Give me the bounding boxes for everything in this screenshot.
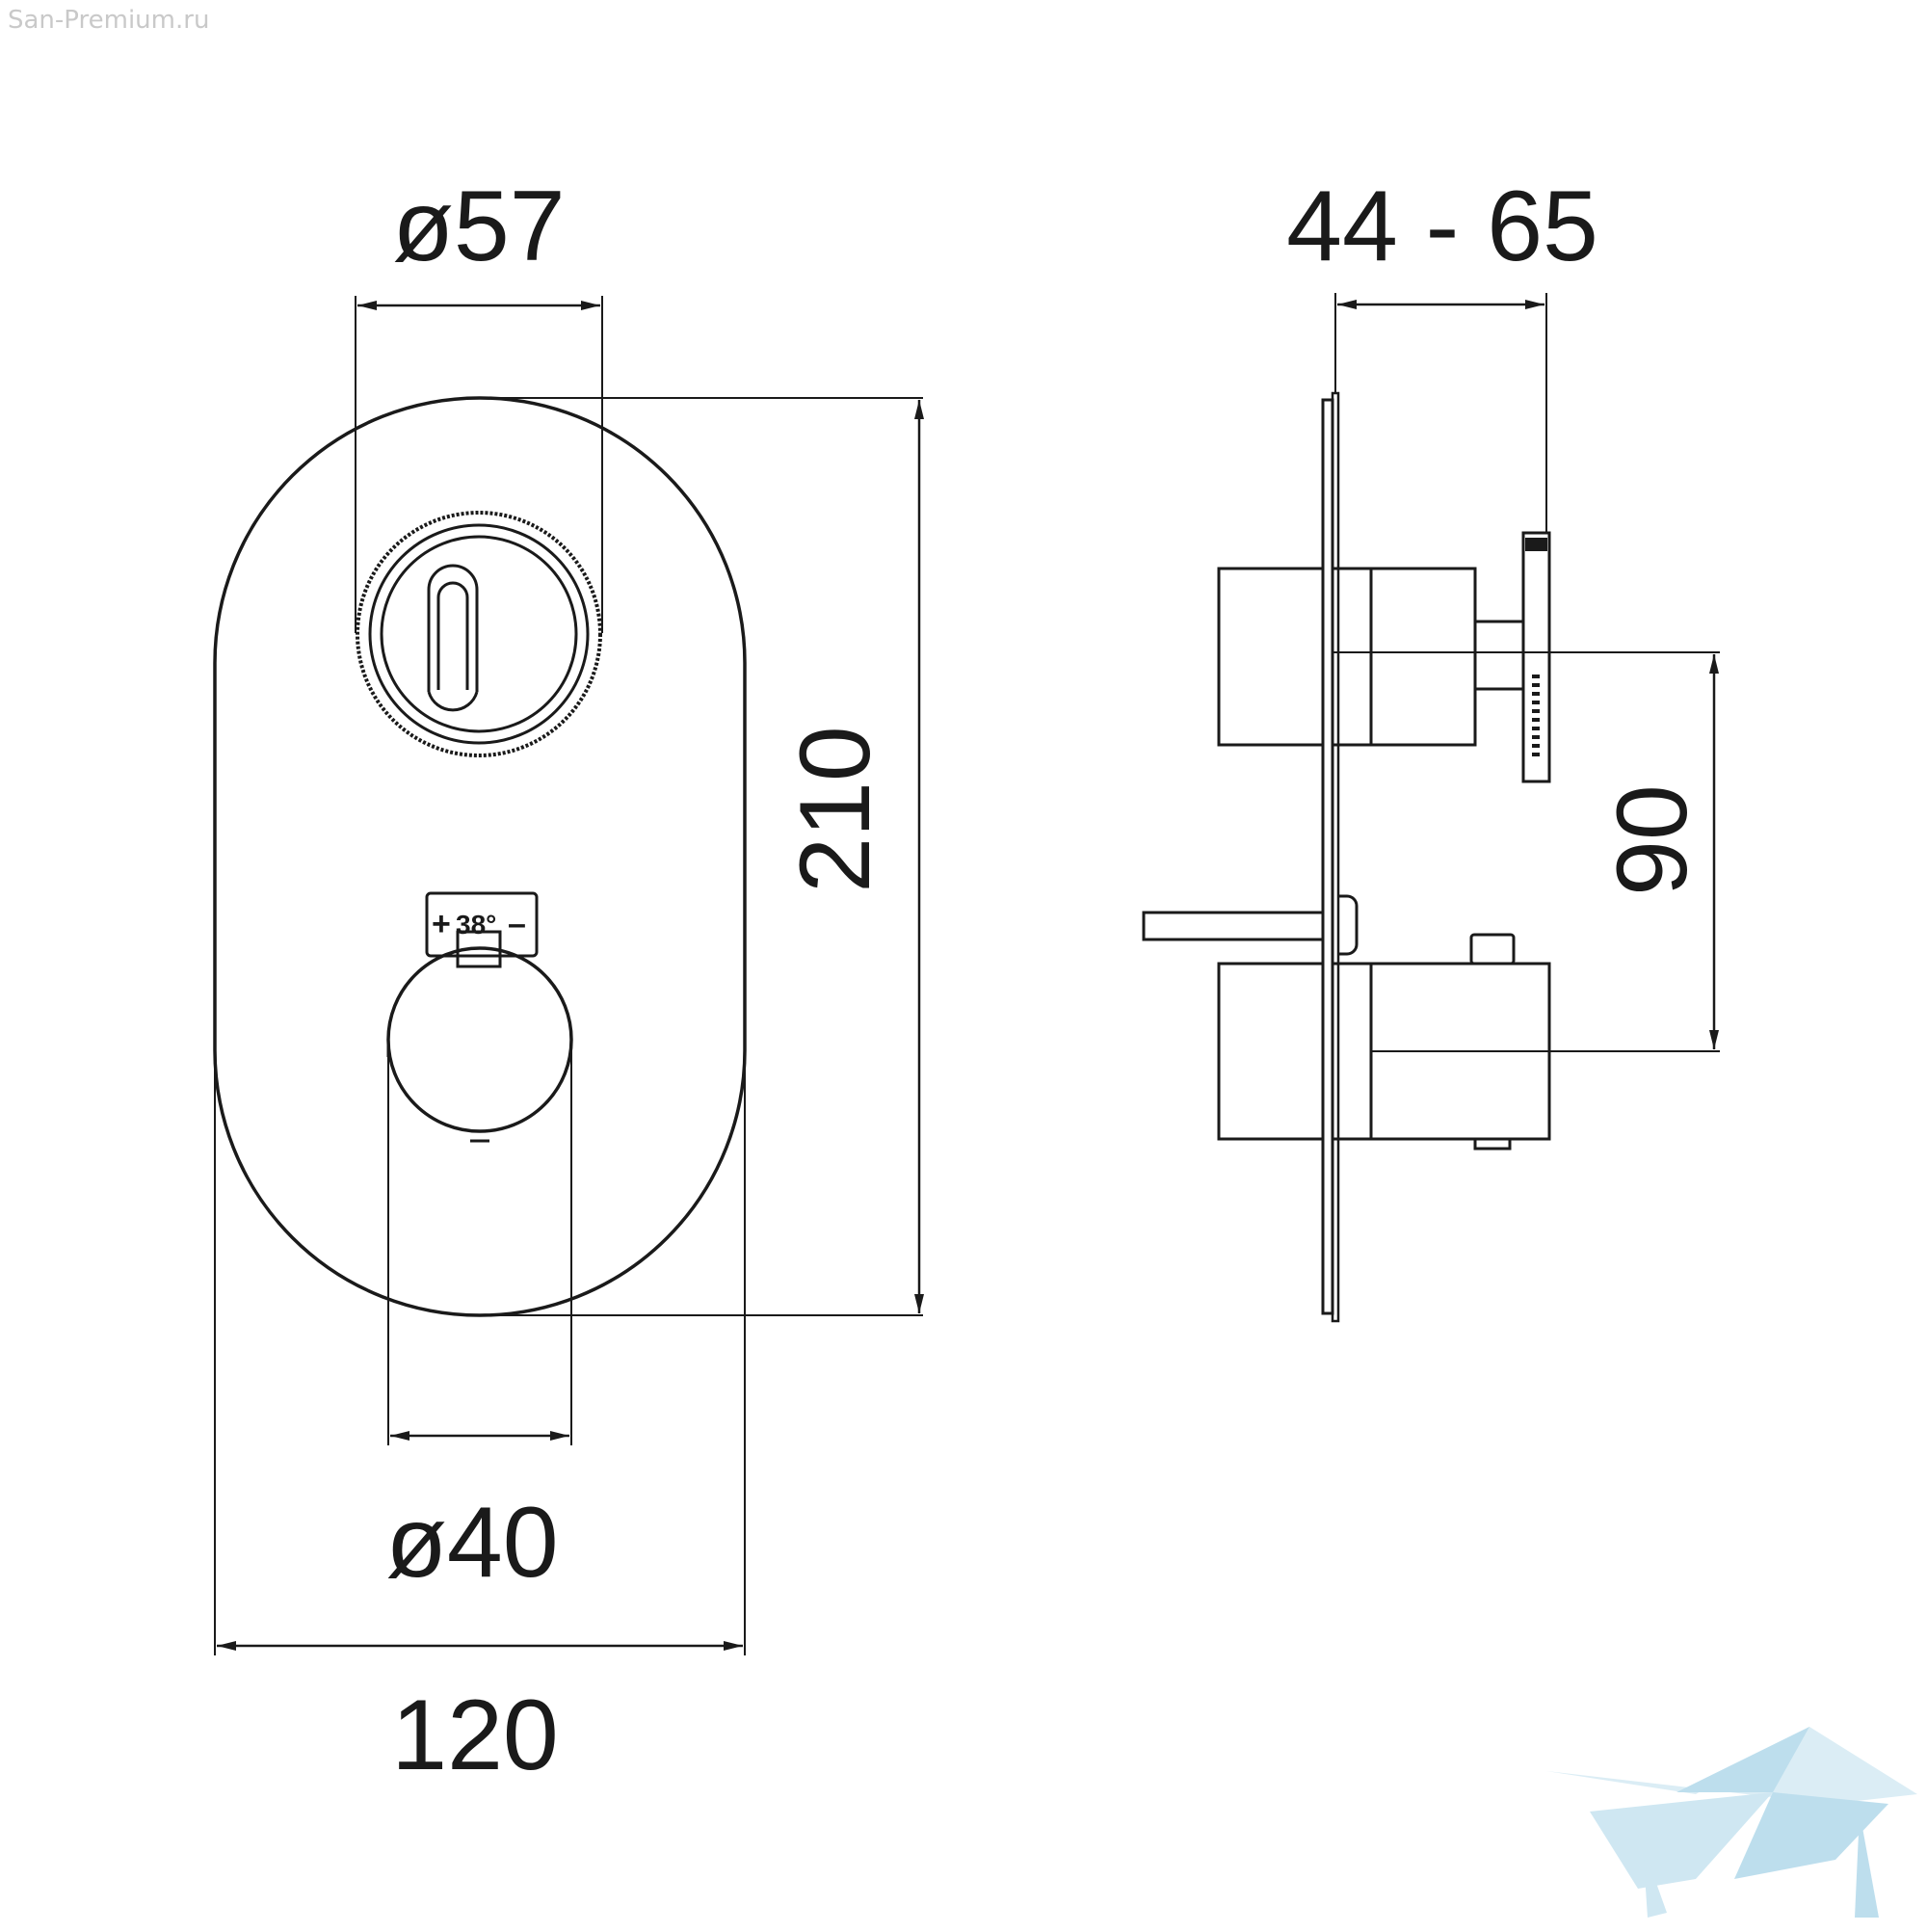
- upper-handle: [1521, 531, 1551, 783]
- dim-label-diameter-57: ø57: [392, 171, 565, 282]
- lower-body: [1217, 962, 1325, 1141]
- dim-label-height-210: 210: [779, 726, 891, 893]
- bath-logo-icon: [1546, 1727, 1917, 1918]
- upper-body: [1217, 567, 1325, 747]
- diverter-knob: [356, 511, 602, 757]
- temp-plus: +: [432, 906, 451, 942]
- side-lever: [1142, 911, 1325, 941]
- dim-label-width-120: 120: [391, 1680, 559, 1791]
- lower-pin-bottom: [1473, 1137, 1512, 1151]
- temp-minus: –: [508, 906, 526, 942]
- diverter-lever: [427, 564, 479, 692]
- dim-label-axis-90: 90: [1597, 784, 1708, 896]
- lower-pin-top: [1469, 933, 1516, 966]
- side-plate: [1321, 398, 1334, 1315]
- front-view: + 38° – ø57 210 ø40: [213, 171, 924, 1791]
- thermostatic-knob: + 38° –: [386, 891, 573, 1143]
- dim-label-diameter-40: ø40: [385, 1487, 558, 1599]
- dim-label-depth: 44 - 65: [1286, 171, 1598, 282]
- temperature-label-plate: [425, 891, 539, 958]
- site-watermark: San-Premium.ru: [8, 6, 210, 35]
- temp-value: 38°: [456, 910, 496, 940]
- side-view: 44 - 65 90: [1142, 171, 1720, 1323]
